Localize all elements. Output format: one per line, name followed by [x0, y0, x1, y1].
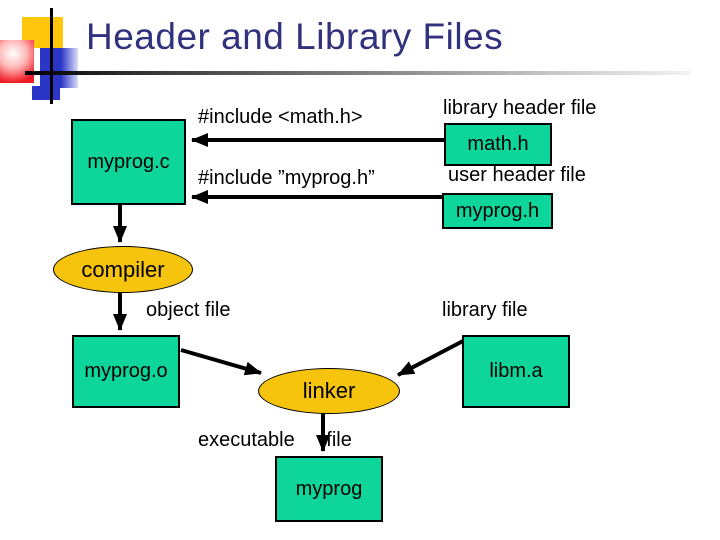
file-box-myprog-executable: myprog [275, 456, 383, 522]
logo-blue-square [40, 48, 78, 88]
process-ellipse-compiler: compiler [53, 246, 193, 293]
label-library-header-file: library header file [443, 97, 597, 119]
slide-title: Header and Library Files [86, 16, 504, 57]
label-executable-file: executable file [198, 429, 352, 451]
label-object-file: object file [146, 299, 231, 321]
arrow-library-to-linker [397, 339, 464, 377]
arrow-object-to-linker [180, 348, 262, 376]
logo-blue-strip [32, 86, 60, 100]
label-user-header-file: user header file [448, 164, 586, 186]
process-ellipse-linker: linker [258, 368, 400, 414]
file-box-myprog-c: myprog.c [71, 119, 186, 205]
label-include-math: #include <math.h> [198, 106, 363, 128]
file-box-math-h: math.h [444, 123, 552, 166]
file-box-libm-a: libm.a [462, 335, 570, 408]
file-box-myprog-h: myprog.h [442, 193, 553, 229]
label-include-myprog: #include ”myprog.h” [198, 167, 375, 189]
label-library-file: library file [442, 299, 528, 321]
title-underline [25, 71, 691, 75]
logo-vertical-line [50, 8, 53, 104]
logo-red-square [0, 40, 34, 83]
file-box-myprog-o: myprog.o [72, 335, 180, 408]
